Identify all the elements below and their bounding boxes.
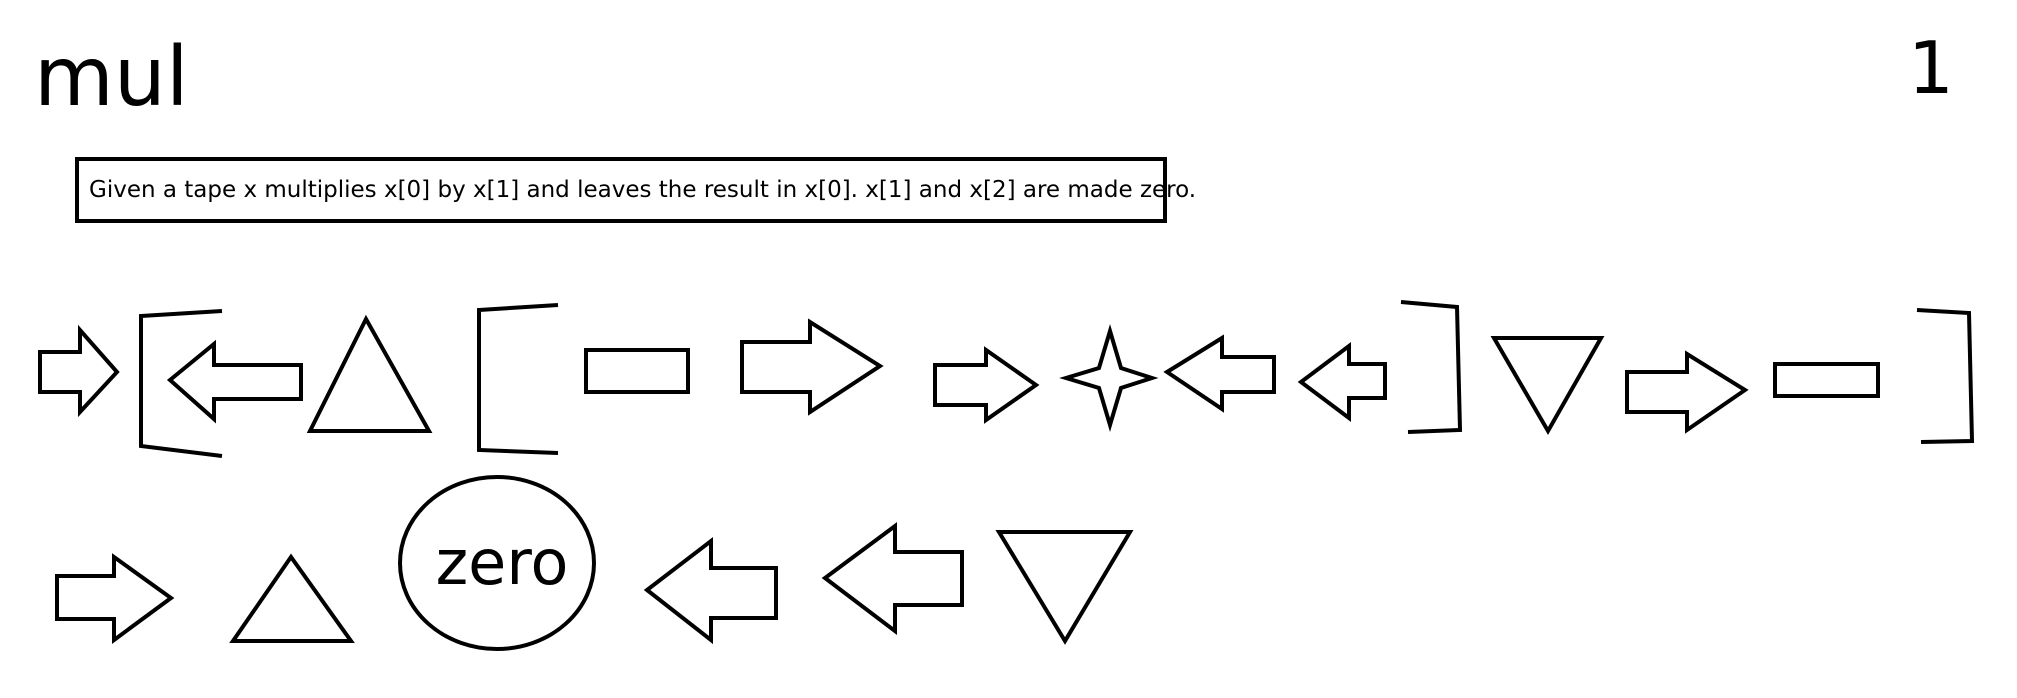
left-arrow-icon xyxy=(1163,334,1276,413)
open-bracket-icon xyxy=(139,309,223,458)
left-arrow-icon xyxy=(166,339,303,424)
up-triangle-icon xyxy=(306,314,433,433)
right-arrow-icon xyxy=(38,324,120,418)
description-box: Given a tape x multiplies x[0] by x[1] a… xyxy=(75,157,1196,223)
rectangle-icon xyxy=(1773,362,1880,398)
page-number: 1 xyxy=(1908,26,1954,110)
four-point-star-icon xyxy=(1059,323,1159,433)
right-arrow-icon xyxy=(1625,350,1749,434)
left-arrow-icon xyxy=(821,522,964,636)
rectangle-icon xyxy=(584,348,690,394)
right-arrow-icon xyxy=(740,318,884,416)
down-triangle-icon xyxy=(995,530,1134,645)
close-bracket-icon xyxy=(1916,308,1975,444)
open-bracket-icon xyxy=(477,303,559,455)
right-arrow-icon xyxy=(933,346,1040,424)
left-arrow-icon xyxy=(643,536,778,645)
program-title: mul xyxy=(34,30,189,125)
zero-ellipse-icon xyxy=(398,475,596,651)
zero-label: zero xyxy=(436,526,569,599)
down-triangle-icon xyxy=(1490,336,1605,436)
close-bracket-icon xyxy=(1400,300,1463,434)
left-arrow-icon xyxy=(1297,342,1387,422)
up-triangle-icon xyxy=(229,553,355,643)
description-text: Given a tape x multiplies x[0] by x[1] a… xyxy=(89,177,1197,203)
right-arrow-icon xyxy=(55,553,175,644)
